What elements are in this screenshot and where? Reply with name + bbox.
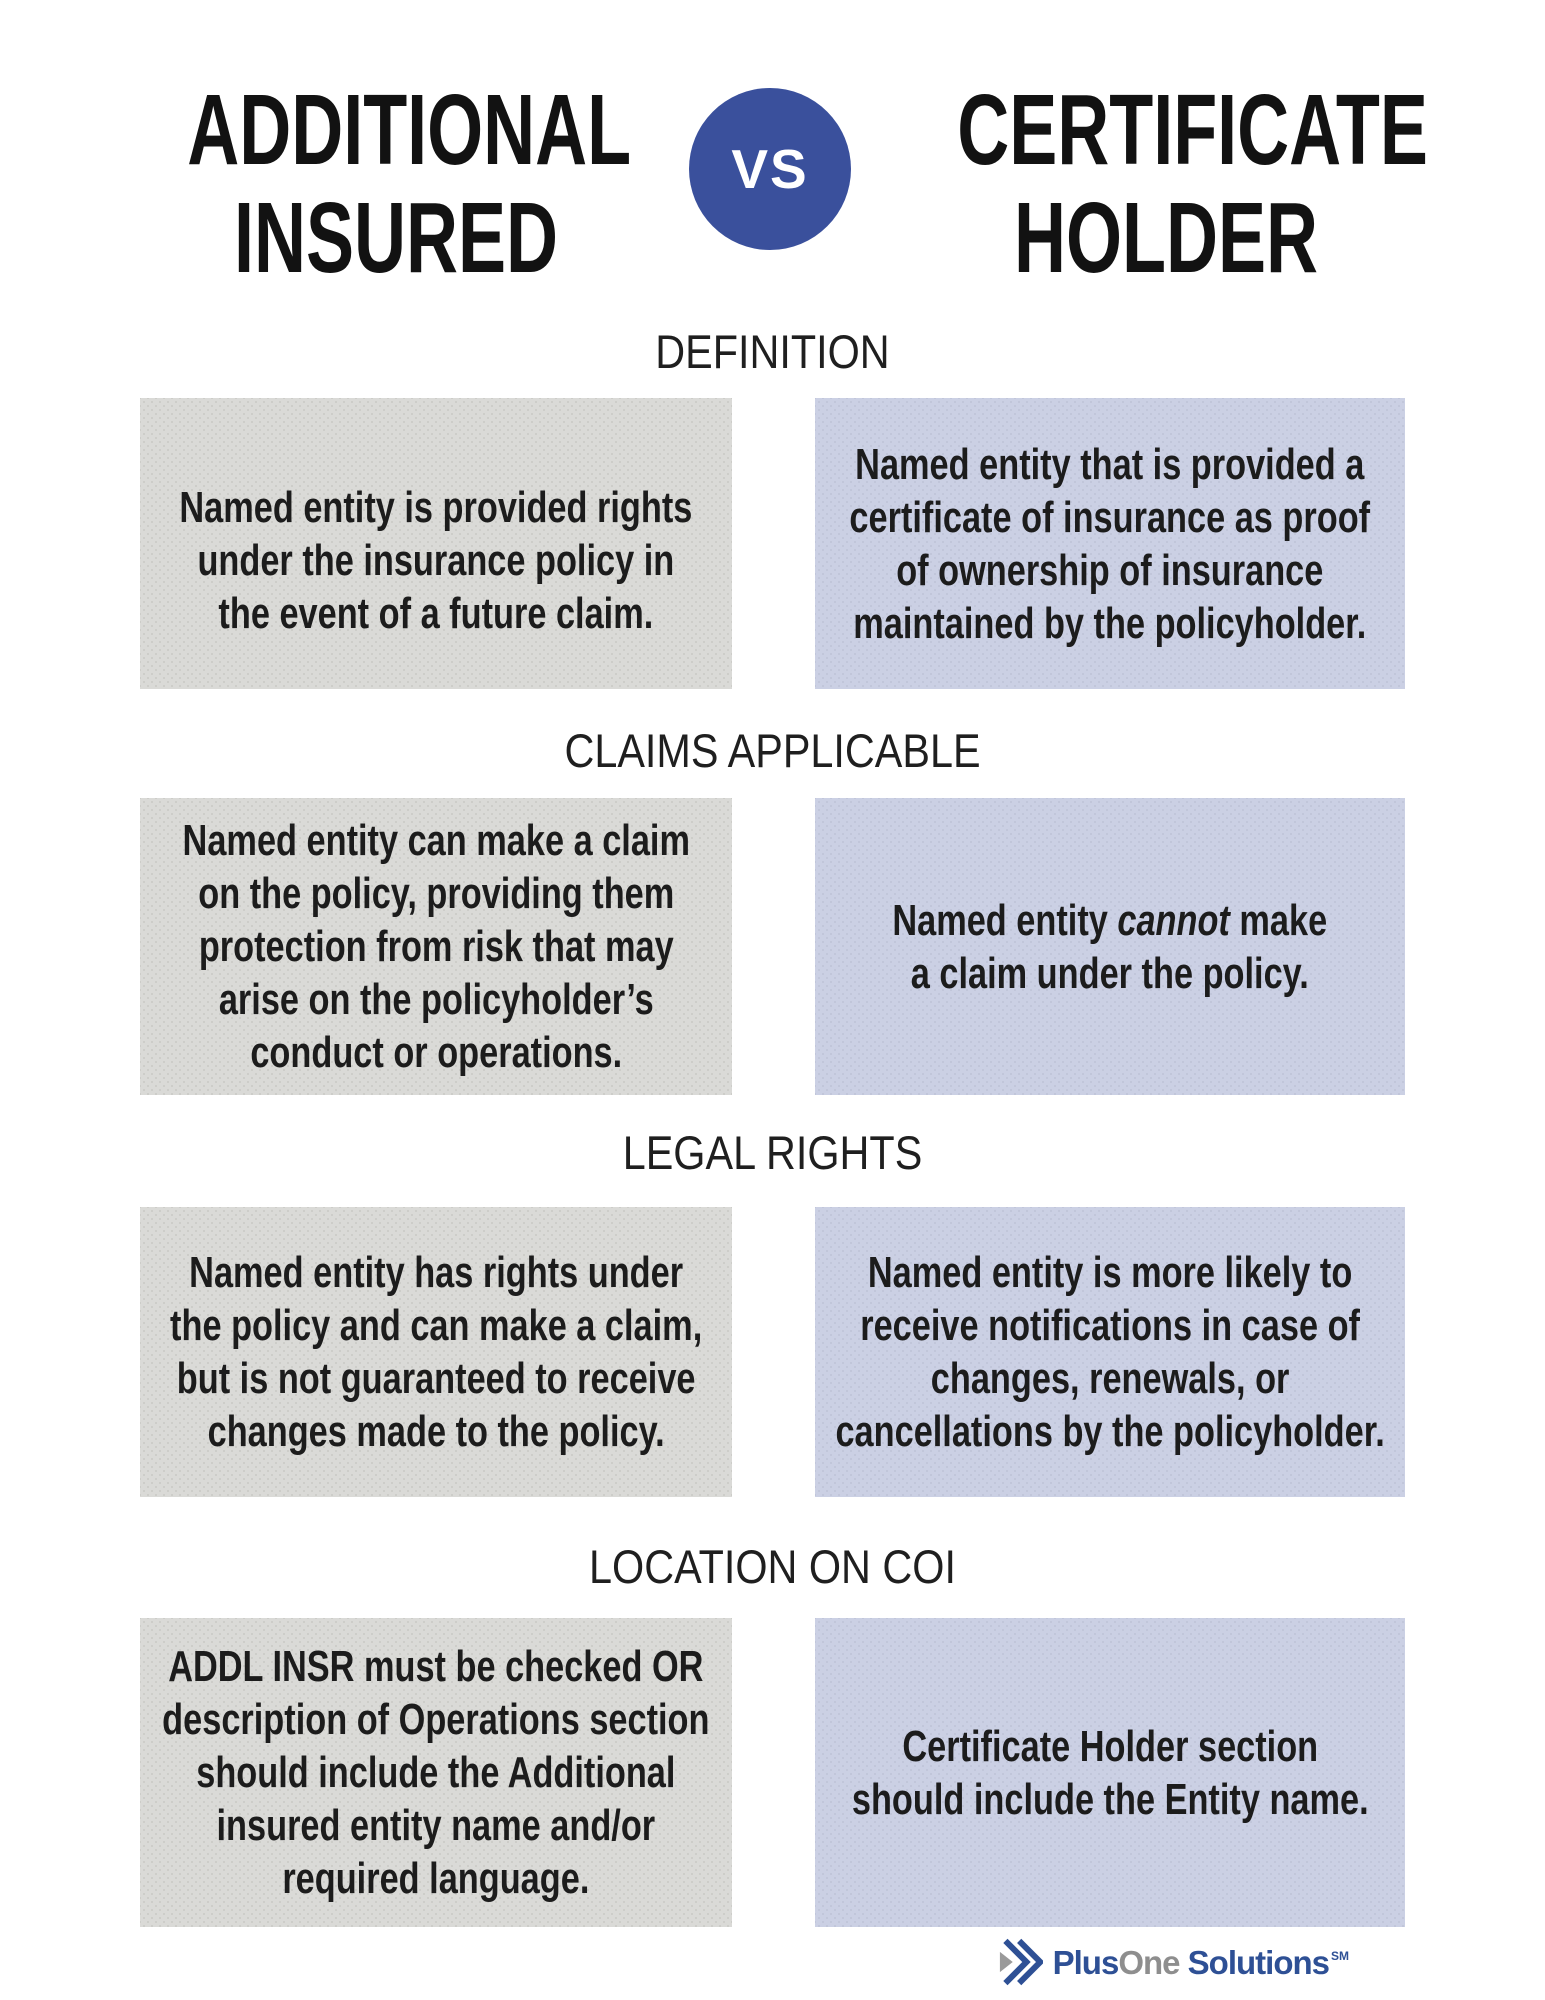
section-heading-definition: DEFINITION (655, 325, 890, 378)
definition-row: Named entity is provided rights under th… (140, 398, 1405, 689)
vs-label: VS (731, 138, 809, 200)
right-title: CERTIFICATE HOLDER (957, 74, 1428, 294)
definition-certificate-holder-text: Named entity that is provided a certific… (849, 439, 1371, 648)
definition-certificate-holder-box: Named entity that is provided a certific… (815, 398, 1405, 689)
claims-text-prefix: Named entity (892, 895, 1118, 945)
logo-one: One (1118, 1943, 1180, 1981)
legal-additional-insured-box: Named entity has rights under the policy… (140, 1207, 732, 1497)
logo-solutions: Solutions (1179, 1943, 1330, 1981)
section-heading-location-on-coi: LOCATION ON COI (589, 1540, 956, 1593)
claims-additional-insured-text: Named entity can make a claim on the pol… (182, 816, 690, 1077)
left-title: ADDITIONAL INSURED (187, 74, 632, 294)
legal-rights-row: Named entity has rights under the policy… (140, 1207, 1405, 1497)
claims-certificate-holder-box: Named entity cannot make a claim under t… (815, 798, 1405, 1095)
legal-certificate-holder-box: Named entity is more likely to receive n… (815, 1207, 1405, 1497)
definition-additional-insured-box: Named entity is provided rights under th… (140, 398, 732, 689)
vs-badge: VS (689, 88, 851, 250)
claims-applicable-row: Named entity can make a claim on the pol… (140, 798, 1405, 1095)
location-certificate-holder-box: Certificate Holder section should includ… (815, 1618, 1405, 1927)
section-heading-legal-rights: LEGAL RIGHTS (622, 1126, 923, 1179)
section-heading-claims-applicable: CLAIMS APPLICABLE (564, 724, 981, 777)
location-additional-insured-box: ADDL INSR must be checked OR description… (140, 1618, 732, 1927)
location-certificate-holder-text: Certificate Holder section should includ… (851, 1721, 1369, 1824)
definition-additional-insured-text: Named entity is provided rights under th… (179, 483, 693, 638)
chevrons-icon (999, 1938, 1043, 1986)
cannot-emphasis: cannot (1117, 895, 1231, 945)
legal-certificate-holder-text: Named entity is more likely to receive n… (835, 1248, 1385, 1456)
claims-certificate-holder-text: Named entity cannot make a claim under t… (893, 894, 1328, 1000)
logo-service-mark: SM (1331, 1948, 1349, 1963)
location-additional-insured-text: ADDL INSR must be checked OR description… (162, 1642, 710, 1903)
logo-plus: Plus (1052, 1943, 1120, 1981)
claims-additional-insured-box: Named entity can make a claim on the pol… (140, 798, 732, 1095)
claims-text-suffix: make a claim under the policy. (911, 895, 1328, 998)
legal-additional-insured-text: Named entity has rights under the policy… (169, 1248, 703, 1456)
location-on-coi-row: ADDL INSR must be checked OR description… (140, 1618, 1405, 1927)
